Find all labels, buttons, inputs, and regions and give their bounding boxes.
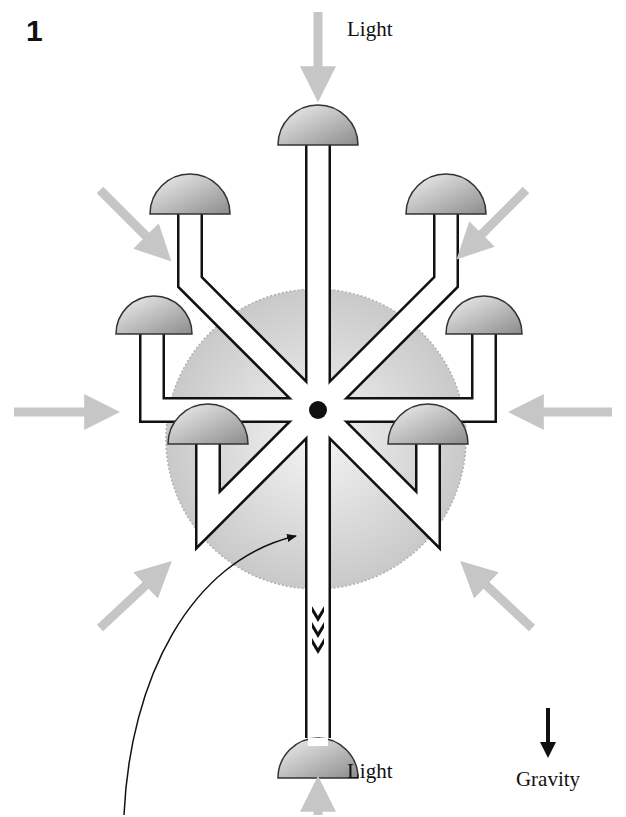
light-label: Light <box>347 18 393 41</box>
light-label: Light <box>347 760 393 783</box>
flow-chevrons <box>312 606 324 654</box>
gravity-arrow <box>546 708 550 752</box>
gravity-label: Gravity <box>516 768 580 791</box>
stem-end <box>308 738 328 746</box>
cap <box>116 105 522 778</box>
center-dot <box>309 401 327 419</box>
panel-number: 1 <box>26 14 43 47</box>
pointer-arrow <box>124 536 296 815</box>
channel-fill <box>152 142 484 741</box>
light-arrow <box>14 12 612 815</box>
